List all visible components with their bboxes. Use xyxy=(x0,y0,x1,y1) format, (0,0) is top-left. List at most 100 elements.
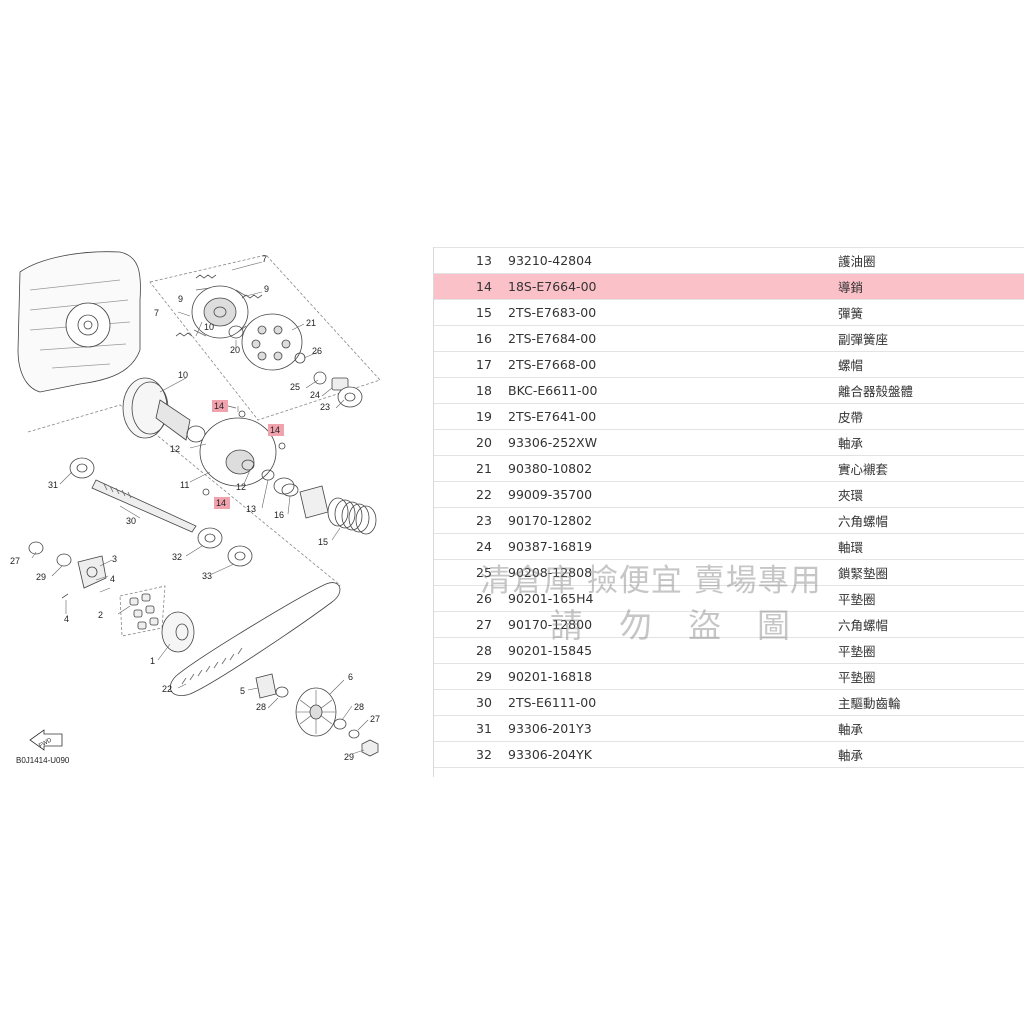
part-name: 鎖緊墊圈 xyxy=(838,559,1024,586)
callout-7: 7 xyxy=(262,254,267,264)
part-name: 平墊圈 xyxy=(838,637,1024,664)
ref-number: 22 xyxy=(476,487,492,502)
part-number: 90201-165H4 xyxy=(508,585,838,612)
callout-22: 25 xyxy=(290,382,300,392)
part-name: 軸承 xyxy=(838,429,1024,456)
callout-2: 2 xyxy=(98,610,103,620)
callout-14-highlight: 14 xyxy=(270,425,280,435)
part-number: 2TS-E6111-00 xyxy=(508,689,838,716)
ref-number-cell: 26 xyxy=(434,585,508,612)
ref-number: 27 xyxy=(476,617,492,632)
part-name: 導銷 xyxy=(838,273,1024,300)
part-number: 93306-201Y3 xyxy=(508,715,838,742)
ref-number-cell: 20 xyxy=(434,429,508,456)
callout-29: 29 xyxy=(36,572,46,582)
part-name: 軸承 xyxy=(838,715,1024,742)
callout-5: 5 xyxy=(240,686,245,696)
part-number: 18S-E7664-00 xyxy=(508,273,838,300)
ref-number-cell: 15 xyxy=(434,299,508,326)
part-name: 平墊圈 xyxy=(838,663,1024,690)
callout-16: 16 xyxy=(274,510,284,520)
part-number: 93210-42804 xyxy=(508,247,838,274)
part-name: 副彈簧座 xyxy=(838,325,1024,352)
part-name: 夾環 xyxy=(838,481,1024,508)
part-name: 螺帽 xyxy=(838,351,1024,378)
ref-number: 29 xyxy=(476,669,492,684)
part-name: 實心襯套 xyxy=(838,455,1024,482)
callout-14-highlight: 14 xyxy=(214,401,224,411)
callout-9: 9 xyxy=(178,294,183,304)
part-name: 六角螺帽 xyxy=(838,507,1024,534)
callout-4: 4 xyxy=(110,574,115,584)
ref-number: 30 xyxy=(476,695,492,710)
ref-number-cell: 32 xyxy=(434,741,508,768)
callout-8: 9 xyxy=(264,284,269,294)
diagram-code: B0J1414-U090 xyxy=(16,756,70,765)
ref-number-cell: 31 xyxy=(434,715,508,742)
ref-number: 15 xyxy=(476,305,492,320)
callout-1: 1 xyxy=(150,656,155,666)
callout-33: 33 xyxy=(202,571,212,581)
callout-15: 15 xyxy=(318,537,328,547)
exploded-parts-diagram: 7 9 7 9 10 20 21 26 25 24 23 10 12 11 12… xyxy=(10,251,381,765)
ref-number-cell: 19 xyxy=(434,403,508,430)
ref-number-cell: 27 xyxy=(434,611,508,638)
callout-27: 29 xyxy=(344,752,354,762)
part-number: 90170-12800 xyxy=(508,611,838,638)
part-number: 2TS-E7641-00 xyxy=(508,403,838,430)
part-name: 彈簧 xyxy=(838,299,1024,326)
callout-21: 24 xyxy=(310,390,320,400)
callout-31: 31 xyxy=(48,480,58,490)
callout-6: 6 xyxy=(348,672,353,682)
ref-number-cell: 13 xyxy=(434,247,508,274)
ref-number: 28 xyxy=(476,643,492,658)
ref-number-cell: 14 xyxy=(434,273,508,300)
ref-number-cell: 22 xyxy=(434,481,508,508)
part-name: 六角螺帽 xyxy=(838,611,1024,638)
part-number: 90380-10802 xyxy=(508,455,838,482)
part-number: BKC-E6611-00 xyxy=(508,377,838,404)
callout-18: 21 xyxy=(306,318,316,328)
part-number: 90201-15845 xyxy=(508,637,838,664)
part-number: 90170-12802 xyxy=(508,507,838,534)
callout-25: 27 xyxy=(370,714,380,724)
part-name: 軸承 xyxy=(838,741,1024,768)
ref-number: 16 xyxy=(476,331,492,346)
part-name: 主驅動齒輪 xyxy=(838,689,1024,716)
callout-11: 11 xyxy=(180,480,189,490)
part-number: 90387-16819 xyxy=(508,533,838,560)
ref-number: 18 xyxy=(476,383,492,398)
ref-number-cell: 21 xyxy=(434,455,508,482)
part-number: 93306-252XW xyxy=(508,429,838,456)
ref-number-cell: 28 xyxy=(434,637,508,664)
callout-24: 27 xyxy=(10,556,20,566)
ref-number-cell: 30 xyxy=(434,689,508,716)
callout-3: 3 xyxy=(112,554,117,564)
ref-number: 24 xyxy=(476,539,492,554)
ref-number: 26 xyxy=(476,591,492,606)
part-number: 93306-204YK xyxy=(508,741,838,768)
part-number: 90208-12808 xyxy=(508,559,838,586)
